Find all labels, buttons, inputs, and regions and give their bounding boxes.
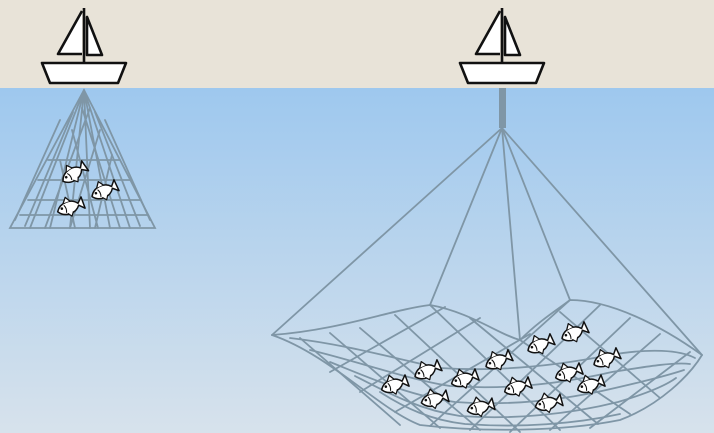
tow-cable <box>499 88 506 128</box>
